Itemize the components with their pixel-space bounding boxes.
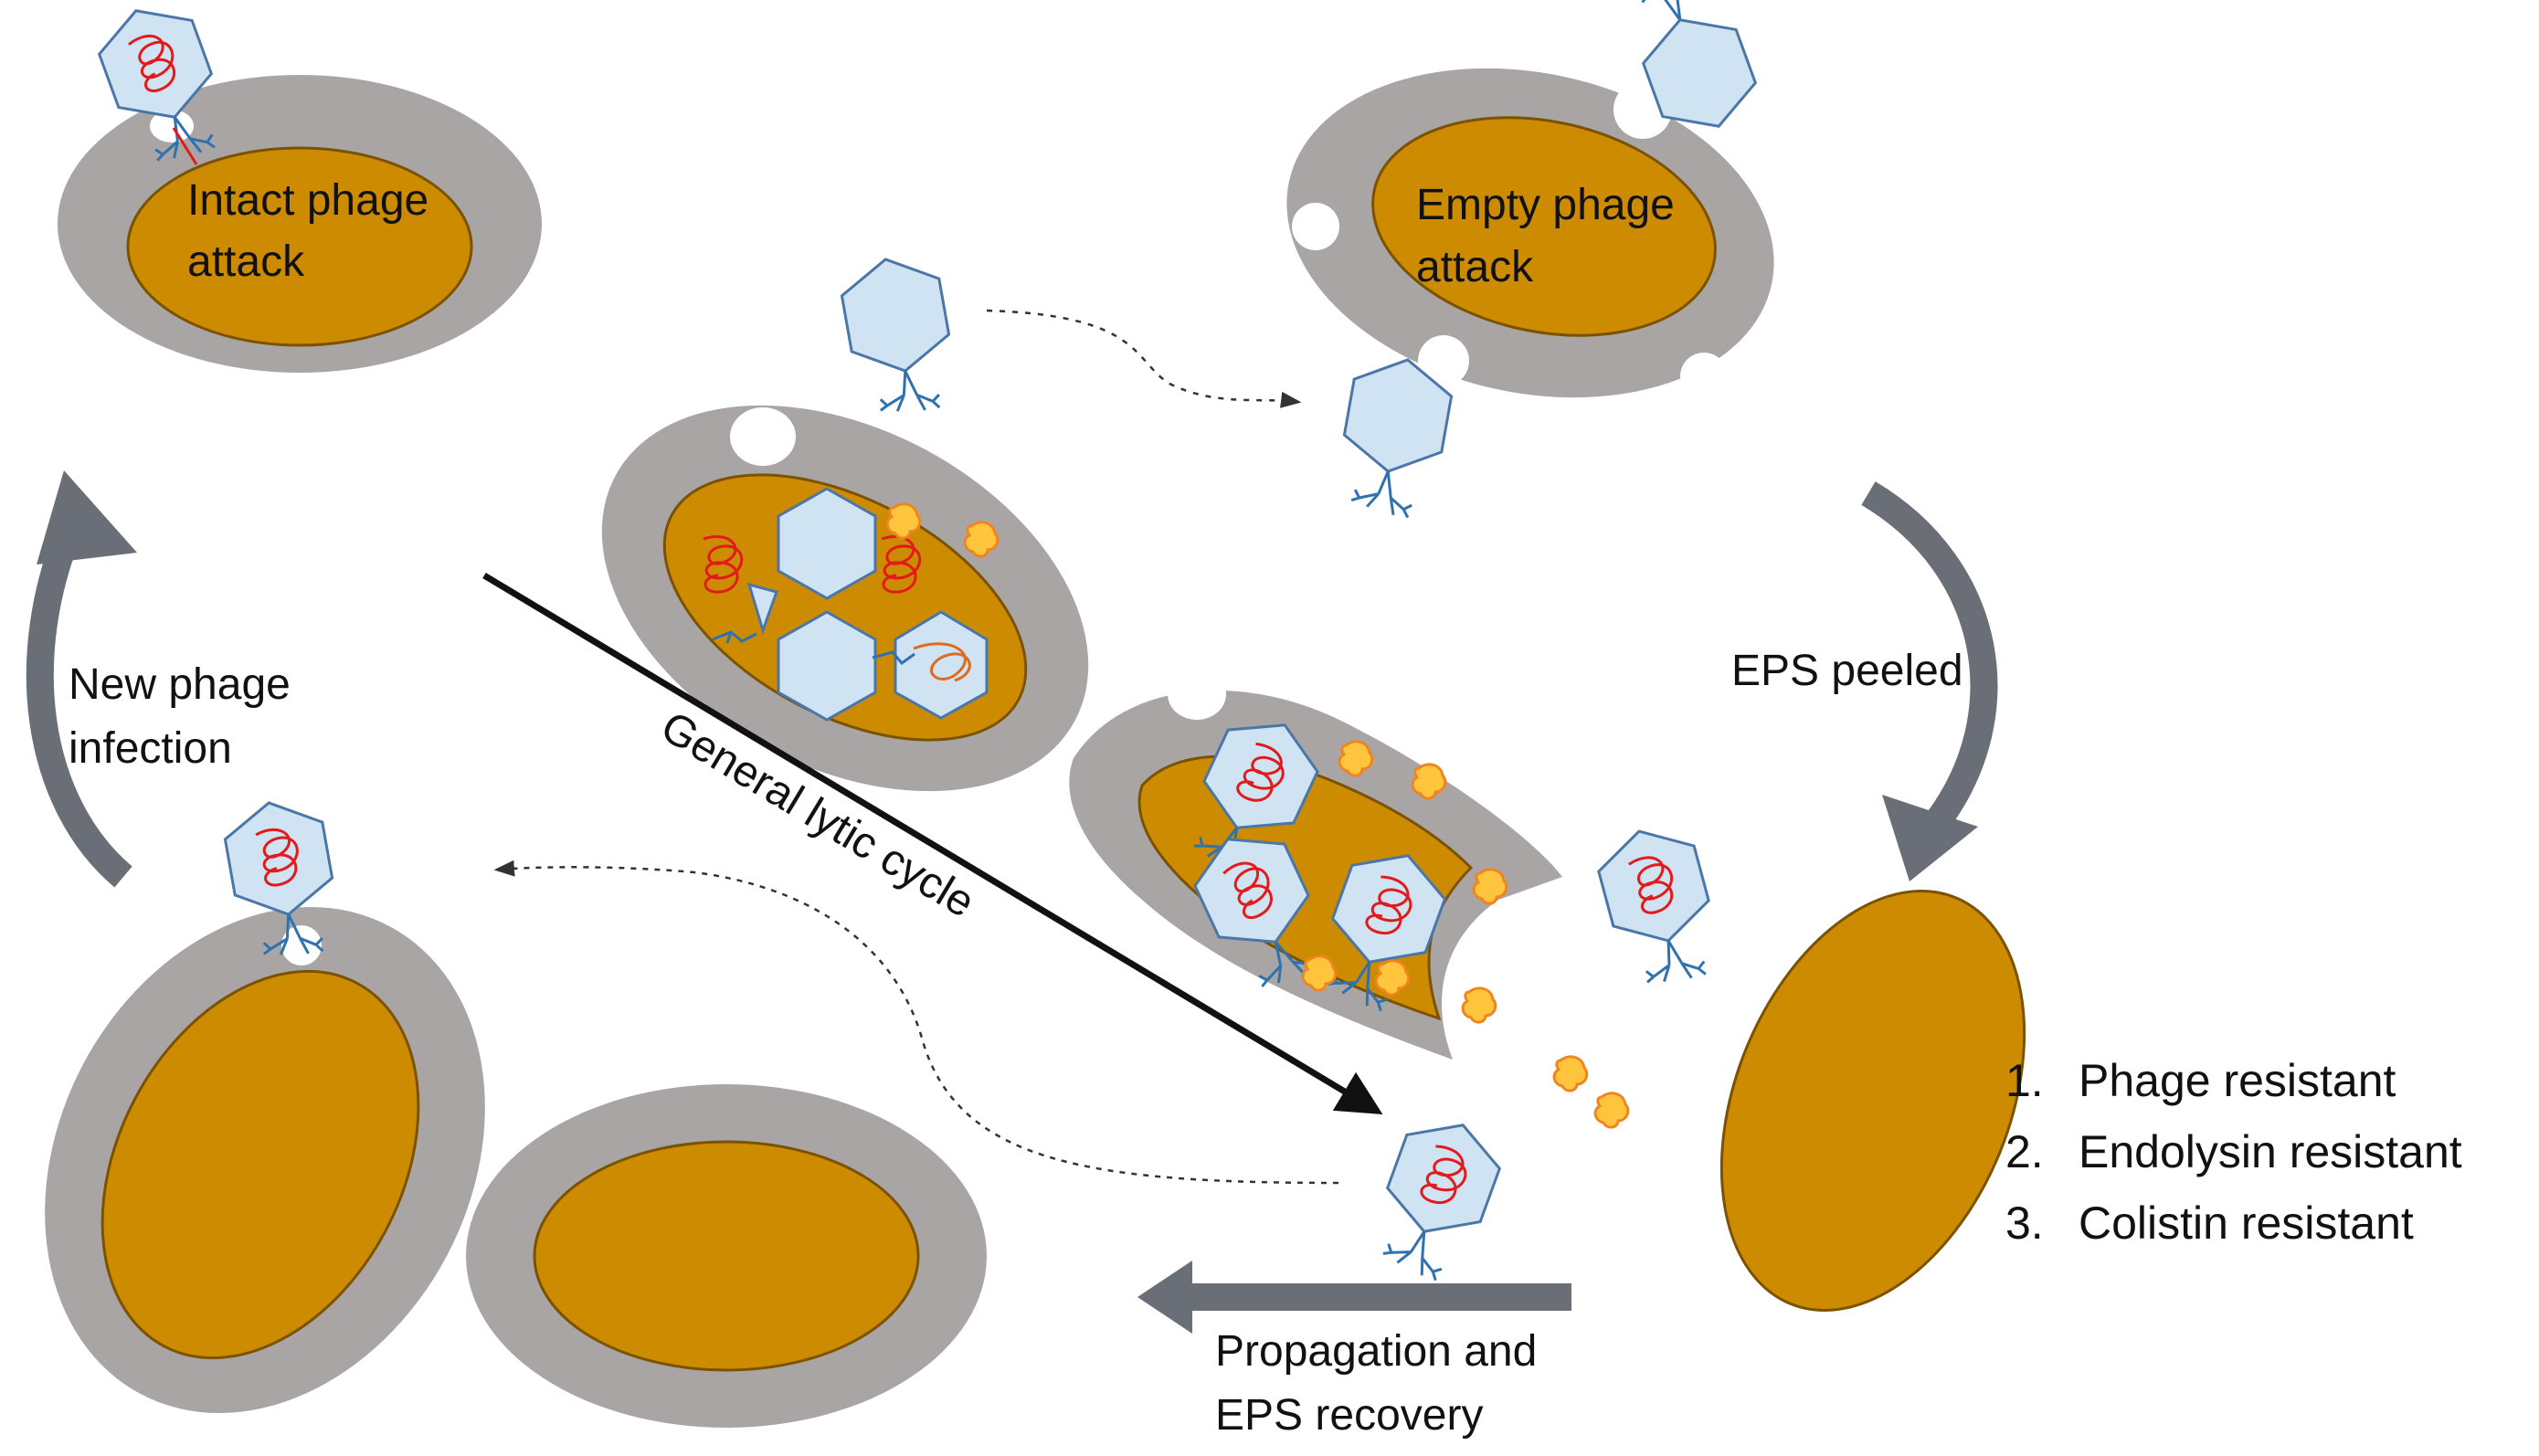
endolysin-2 <box>1461 986 1497 1024</box>
phage-free-top <box>835 249 963 423</box>
resistance-item-3-number: 3. <box>2005 1198 2044 1249</box>
cell-replicating <box>601 405 1089 792</box>
arrow-propagation-head <box>1137 1261 1192 1334</box>
cell-bottom-left-2 <box>466 1084 987 1428</box>
resistance-list: 1. Phage resistant 2. Endolysin resistan… <box>2005 1055 2462 1249</box>
resistance-item-1-text: Phage resistant <box>2079 1055 2396 1106</box>
resistance-item-3-text: Colistin resistant <box>2079 1198 2414 1249</box>
label-eps-peeled: EPS peeled <box>1731 647 1963 695</box>
phage-released-right <box>1590 817 1729 996</box>
endolysin-4 <box>1593 1092 1630 1129</box>
arrow-propagation-shaft <box>1188 1283 1571 1311</box>
dotted-path-to-new-infection <box>493 860 1339 1185</box>
resistance-item-1-number: 1. <box>2005 1055 2044 1106</box>
resistance-item-2-number: 2. <box>2005 1126 2044 1177</box>
cell-intact-attack <box>58 0 542 373</box>
arrow-new-phage-infection <box>26 515 132 888</box>
endolysin-3 <box>1552 1055 1589 1092</box>
phage-released-bottom <box>1361 1106 1511 1290</box>
arrow-general-lytic-cycle <box>482 572 1383 1115</box>
arrow-eps-peeled <box>1861 481 1998 830</box>
label-propagation-line1: Propagation and <box>1215 1327 1537 1376</box>
label-new-infection-line2: infection <box>69 724 232 773</box>
cell-lysing <box>1069 669 1562 1060</box>
cell-bottom-left-1 <box>45 793 485 1413</box>
resistance-item-2-text: Endolysin resistant <box>2079 1126 2462 1177</box>
label-intact-attack-line2: attack <box>187 237 305 286</box>
label-propagation-line2: EPS recovery <box>1215 1391 1483 1440</box>
label-empty-attack-line2: attack <box>1416 243 1534 291</box>
label-intact-attack-line1: Intact phage <box>187 176 428 225</box>
label-empty-attack-line1: Empty phage <box>1416 181 1675 229</box>
cell-resistant <box>1719 889 2026 1313</box>
cell-empty-attack <box>1286 0 1836 523</box>
label-new-infection-line1: New phage <box>69 660 291 709</box>
dotted-path-to-empty-attack <box>986 309 1302 408</box>
